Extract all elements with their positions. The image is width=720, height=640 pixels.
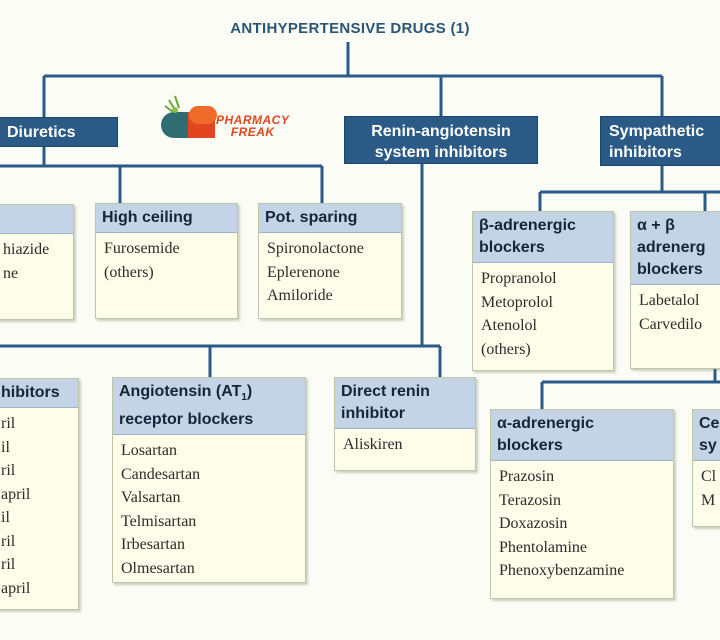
drug-item: Phenoxybenzamine (499, 562, 625, 579)
category-diuretics: Diuretics (0, 117, 118, 147)
drug-item: Terazosin (499, 491, 561, 509)
drug-item: Aliskiren (343, 436, 403, 453)
box-header: High ceiling (96, 204, 237, 233)
drug-item: Cl (701, 468, 717, 485)
box-header: β-adrenergic blockers (473, 212, 613, 263)
drug-item: Furosemide (104, 240, 180, 257)
drug-item: ne (3, 264, 19, 282)
drug-item: Carvedilo (639, 315, 703, 333)
drug-item: Prazosin (499, 468, 555, 485)
drug-item: Labetalol (639, 292, 700, 309)
drug-item: ril (1, 556, 16, 573)
pot-sparing-box: Pot. sparing Spironolactone Eplerenone A… (258, 203, 402, 319)
drug-item: Valsartan (121, 489, 181, 507)
drug-item: Phentolamine (499, 538, 587, 556)
drug-item: Losartan (121, 442, 177, 460)
thiazide-box: hiazide ne (0, 204, 74, 320)
drug-item: Irbesartan (121, 536, 185, 554)
drug-item: (others) (104, 263, 154, 281)
drug-item: april (1, 485, 31, 503)
capsule-icon (161, 95, 217, 138)
box-header: α-adrenergic blockers (491, 410, 673, 461)
central-sympatholytics-box: Ce sy Cl M (692, 409, 720, 527)
alpha-blockers-box: α-adrenergic blockers Prazosin Terazosin… (490, 409, 674, 599)
diagram-title: ANTIHYPERTENSIVE DRUGS (1) (230, 20, 470, 37)
drug-item: Metoprolol (481, 293, 553, 311)
alpha-beta-blockers-box: α + β adrenerg blockers Labetalol Carved… (630, 211, 720, 369)
drug-item: ril (1, 532, 16, 550)
drug-item: ril (1, 462, 16, 479)
drug-item: Telmisartan (121, 512, 197, 530)
drug-item: Amiloride (267, 287, 333, 304)
box-header: Angiotensin (AT1) receptor blockers (113, 378, 305, 436)
drug-item: Spironolactone (267, 240, 364, 257)
box-header: Pot. sparing (259, 204, 401, 233)
drug-item: M (701, 491, 716, 509)
category-ras-inhibitors: Renin-angiotensin system inhibitors (344, 116, 538, 164)
drug-item: il (1, 438, 10, 456)
logo-wordmark: PHARMACY FREAK (216, 113, 290, 139)
drug-item: Eplerenone (267, 263, 340, 281)
box-header: α + β adrenerg blockers (631, 212, 720, 285)
ace-inhibitors-box: hibitors ril il ril april il ril ril apr… (0, 378, 79, 610)
beta-blockers-box: β-adrenergic blockers Propranolol Metopr… (472, 211, 614, 371)
pharmacy-freak-logo (161, 95, 217, 138)
category-sympathetic-inhibitors: Sympathetic inhibitors (600, 116, 720, 166)
box-header: hibitors (0, 379, 78, 408)
high-ceiling-box: High ceiling Furosemide (others) (95, 203, 238, 319)
drug-item: il (1, 509, 10, 526)
drug-item: (others) (481, 340, 531, 358)
arb-box: Angiotensin (AT1) receptor blockers Losa… (112, 377, 306, 583)
drug-item: Propranolol (481, 270, 557, 287)
drug-item: ril (1, 415, 16, 432)
drug-item: Doxazosin (499, 515, 568, 532)
drug-item: april (1, 579, 31, 597)
drug-item: Candesartan (121, 465, 201, 483)
box-header: Ce sy (693, 410, 720, 461)
box-header: Direct renin inhibitor (335, 378, 475, 429)
drug-item: hiazide (3, 241, 50, 258)
drug-item: Olmesartan (121, 559, 195, 577)
direct-renin-inhibitor-box: Direct renin inhibitor Aliskiren (334, 377, 476, 471)
drug-item: Atenolol (481, 317, 537, 334)
